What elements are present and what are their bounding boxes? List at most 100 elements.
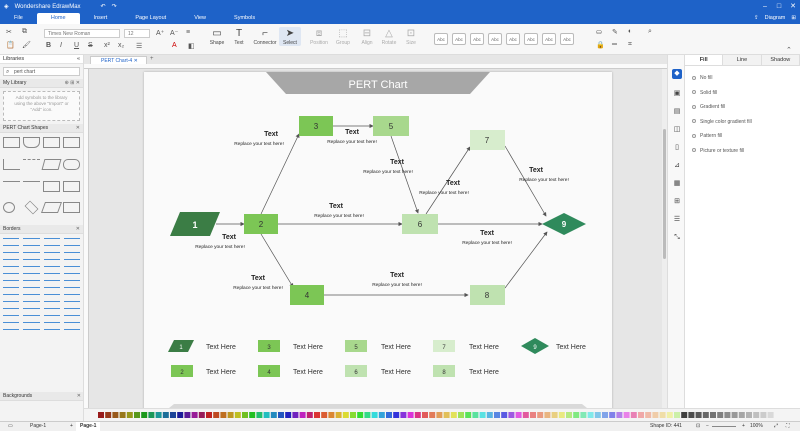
shape-tool[interactable]: ▭Shape (206, 27, 228, 46)
drawing-page[interactable]: PERT Chart 1 2 3 (144, 72, 612, 412)
copy-icon[interactable]: ⧉ (22, 28, 27, 35)
border-item[interactable] (23, 308, 40, 312)
color-swatch[interactable] (724, 412, 731, 418)
color-swatch[interactable] (767, 412, 774, 418)
legend-text[interactable]: Text Here (556, 344, 586, 351)
edge-label-desc[interactable]: Replace your text here! (372, 282, 422, 288)
color-swatch[interactable] (551, 412, 558, 418)
border-item[interactable] (63, 301, 80, 305)
font-color-icon[interactable]: A (172, 42, 177, 49)
pert-shapes-section[interactable]: PERT Chart Shapes ✕ (0, 124, 83, 133)
edge-label-title[interactable]: Text (222, 234, 237, 241)
color-swatch[interactable] (681, 412, 688, 418)
color-swatch[interactable] (616, 412, 623, 418)
border-item[interactable] (43, 322, 60, 326)
redo-icon[interactable]: ↷ (111, 4, 117, 10)
menu-page-layout[interactable]: Page Layout (135, 15, 167, 21)
border-item[interactable] (3, 252, 20, 256)
page-icon[interactable]: ▯ (675, 144, 679, 151)
color-swatch[interactable] (162, 412, 169, 418)
font-family-select[interactable]: Times New Roman (44, 29, 120, 38)
border-item[interactable] (63, 259, 80, 263)
color-swatch[interactable] (105, 412, 112, 418)
color-swatch[interactable] (609, 412, 616, 418)
edge-label-title[interactable]: Text (446, 180, 461, 187)
border-item[interactable] (43, 280, 60, 284)
color-swatch[interactable] (465, 412, 472, 418)
new-tab-icon[interactable]: + (150, 56, 154, 62)
style-preset-1[interactable]: Abc (434, 33, 448, 45)
border-item[interactable] (23, 280, 40, 284)
paste-icon[interactable]: 📋 (6, 42, 15, 49)
color-swatch[interactable] (141, 412, 148, 418)
library-shape[interactable] (3, 158, 20, 170)
border-item[interactable] (3, 294, 20, 298)
crop-icon[interactable]: ⌗ (628, 41, 632, 48)
add-page-icon[interactable]: + (70, 423, 73, 429)
table-icon[interactable]: ▦ (673, 180, 681, 187)
border-item[interactable] (3, 287, 20, 291)
find-replace-icon[interactable]: ⌕ (648, 28, 652, 35)
edge-label-desc[interactable]: Replace your text here! (314, 213, 364, 219)
fill-option-solid[interactable]: Solid fill (685, 86, 800, 101)
border-item[interactable] (63, 273, 80, 277)
color-swatch[interactable] (695, 412, 702, 418)
page-tab[interactable]: Page-1 (76, 422, 101, 431)
legend-symbol-1[interactable] (168, 340, 194, 352)
menu-symbols[interactable]: Symbols (234, 15, 256, 21)
color-swatch[interactable] (566, 412, 572, 418)
border-item[interactable] (3, 308, 20, 312)
legend-symbol-7[interactable] (433, 340, 455, 352)
border-item[interactable] (43, 287, 60, 291)
close-section-icon[interactable]: ✕ (75, 125, 80, 131)
tab-fill[interactable]: Fill (685, 55, 724, 65)
border-item[interactable] (3, 259, 20, 263)
share-icon[interactable]: ⇪ (753, 15, 759, 21)
tab-line[interactable]: Line (723, 55, 762, 65)
color-swatch[interactable] (292, 412, 299, 418)
color-swatch[interactable] (328, 412, 335, 418)
color-swatch[interactable] (170, 412, 176, 418)
library-shape[interactable] (3, 137, 20, 148)
border-item[interactable] (3, 238, 20, 242)
color-swatch[interactable] (760, 412, 767, 418)
border-item[interactable] (63, 308, 80, 312)
style-preset-6[interactable]: Abc (524, 33, 538, 45)
undo-icon[interactable]: ↶ (100, 4, 106, 10)
color-swatch[interactable] (436, 412, 443, 418)
color-swatch[interactable] (414, 412, 421, 418)
library-shape[interactable] (43, 180, 60, 192)
color-swatch[interactable] (350, 412, 356, 418)
library-shape[interactable] (24, 200, 39, 215)
position-tool[interactable]: ⧈Position (308, 27, 330, 46)
border-item[interactable] (23, 315, 40, 319)
color-swatch[interactable] (580, 412, 587, 418)
color-swatch[interactable] (666, 412, 673, 418)
color-swatch[interactable] (134, 412, 140, 418)
color-swatch[interactable] (674, 412, 680, 418)
style-preset-7[interactable]: Abc (542, 33, 556, 45)
border-item[interactable] (43, 301, 60, 305)
border-item[interactable] (63, 238, 80, 242)
chart-icon[interactable]: ⊿ (674, 162, 680, 169)
bold-icon[interactable]: B (46, 42, 52, 49)
diagram-menu[interactable]: Diagram (764, 15, 786, 21)
close-button[interactable]: ✕ (790, 3, 796, 10)
library-shape[interactable] (43, 137, 60, 148)
border-item[interactable] (3, 315, 20, 319)
image-icon[interactable]: ▣ (673, 90, 681, 97)
pert-node-9[interactable] (542, 213, 586, 235)
border-item[interactable] (23, 329, 40, 333)
legend-symbol-6[interactable] (345, 365, 367, 377)
color-swatch[interactable] (479, 412, 486, 418)
legend-text[interactable]: Text Here (206, 344, 236, 351)
library-shape[interactable] (40, 202, 63, 214)
color-swatch[interactable] (558, 412, 565, 418)
edge-label-title[interactable]: Text (390, 272, 405, 279)
border-item[interactable] (43, 245, 60, 249)
color-swatch[interactable] (364, 412, 371, 418)
color-swatch[interactable] (746, 412, 752, 418)
color-swatch[interactable] (443, 412, 450, 418)
legend-symbol-5[interactable] (345, 340, 367, 352)
legend-text[interactable]: Text Here (469, 369, 499, 376)
